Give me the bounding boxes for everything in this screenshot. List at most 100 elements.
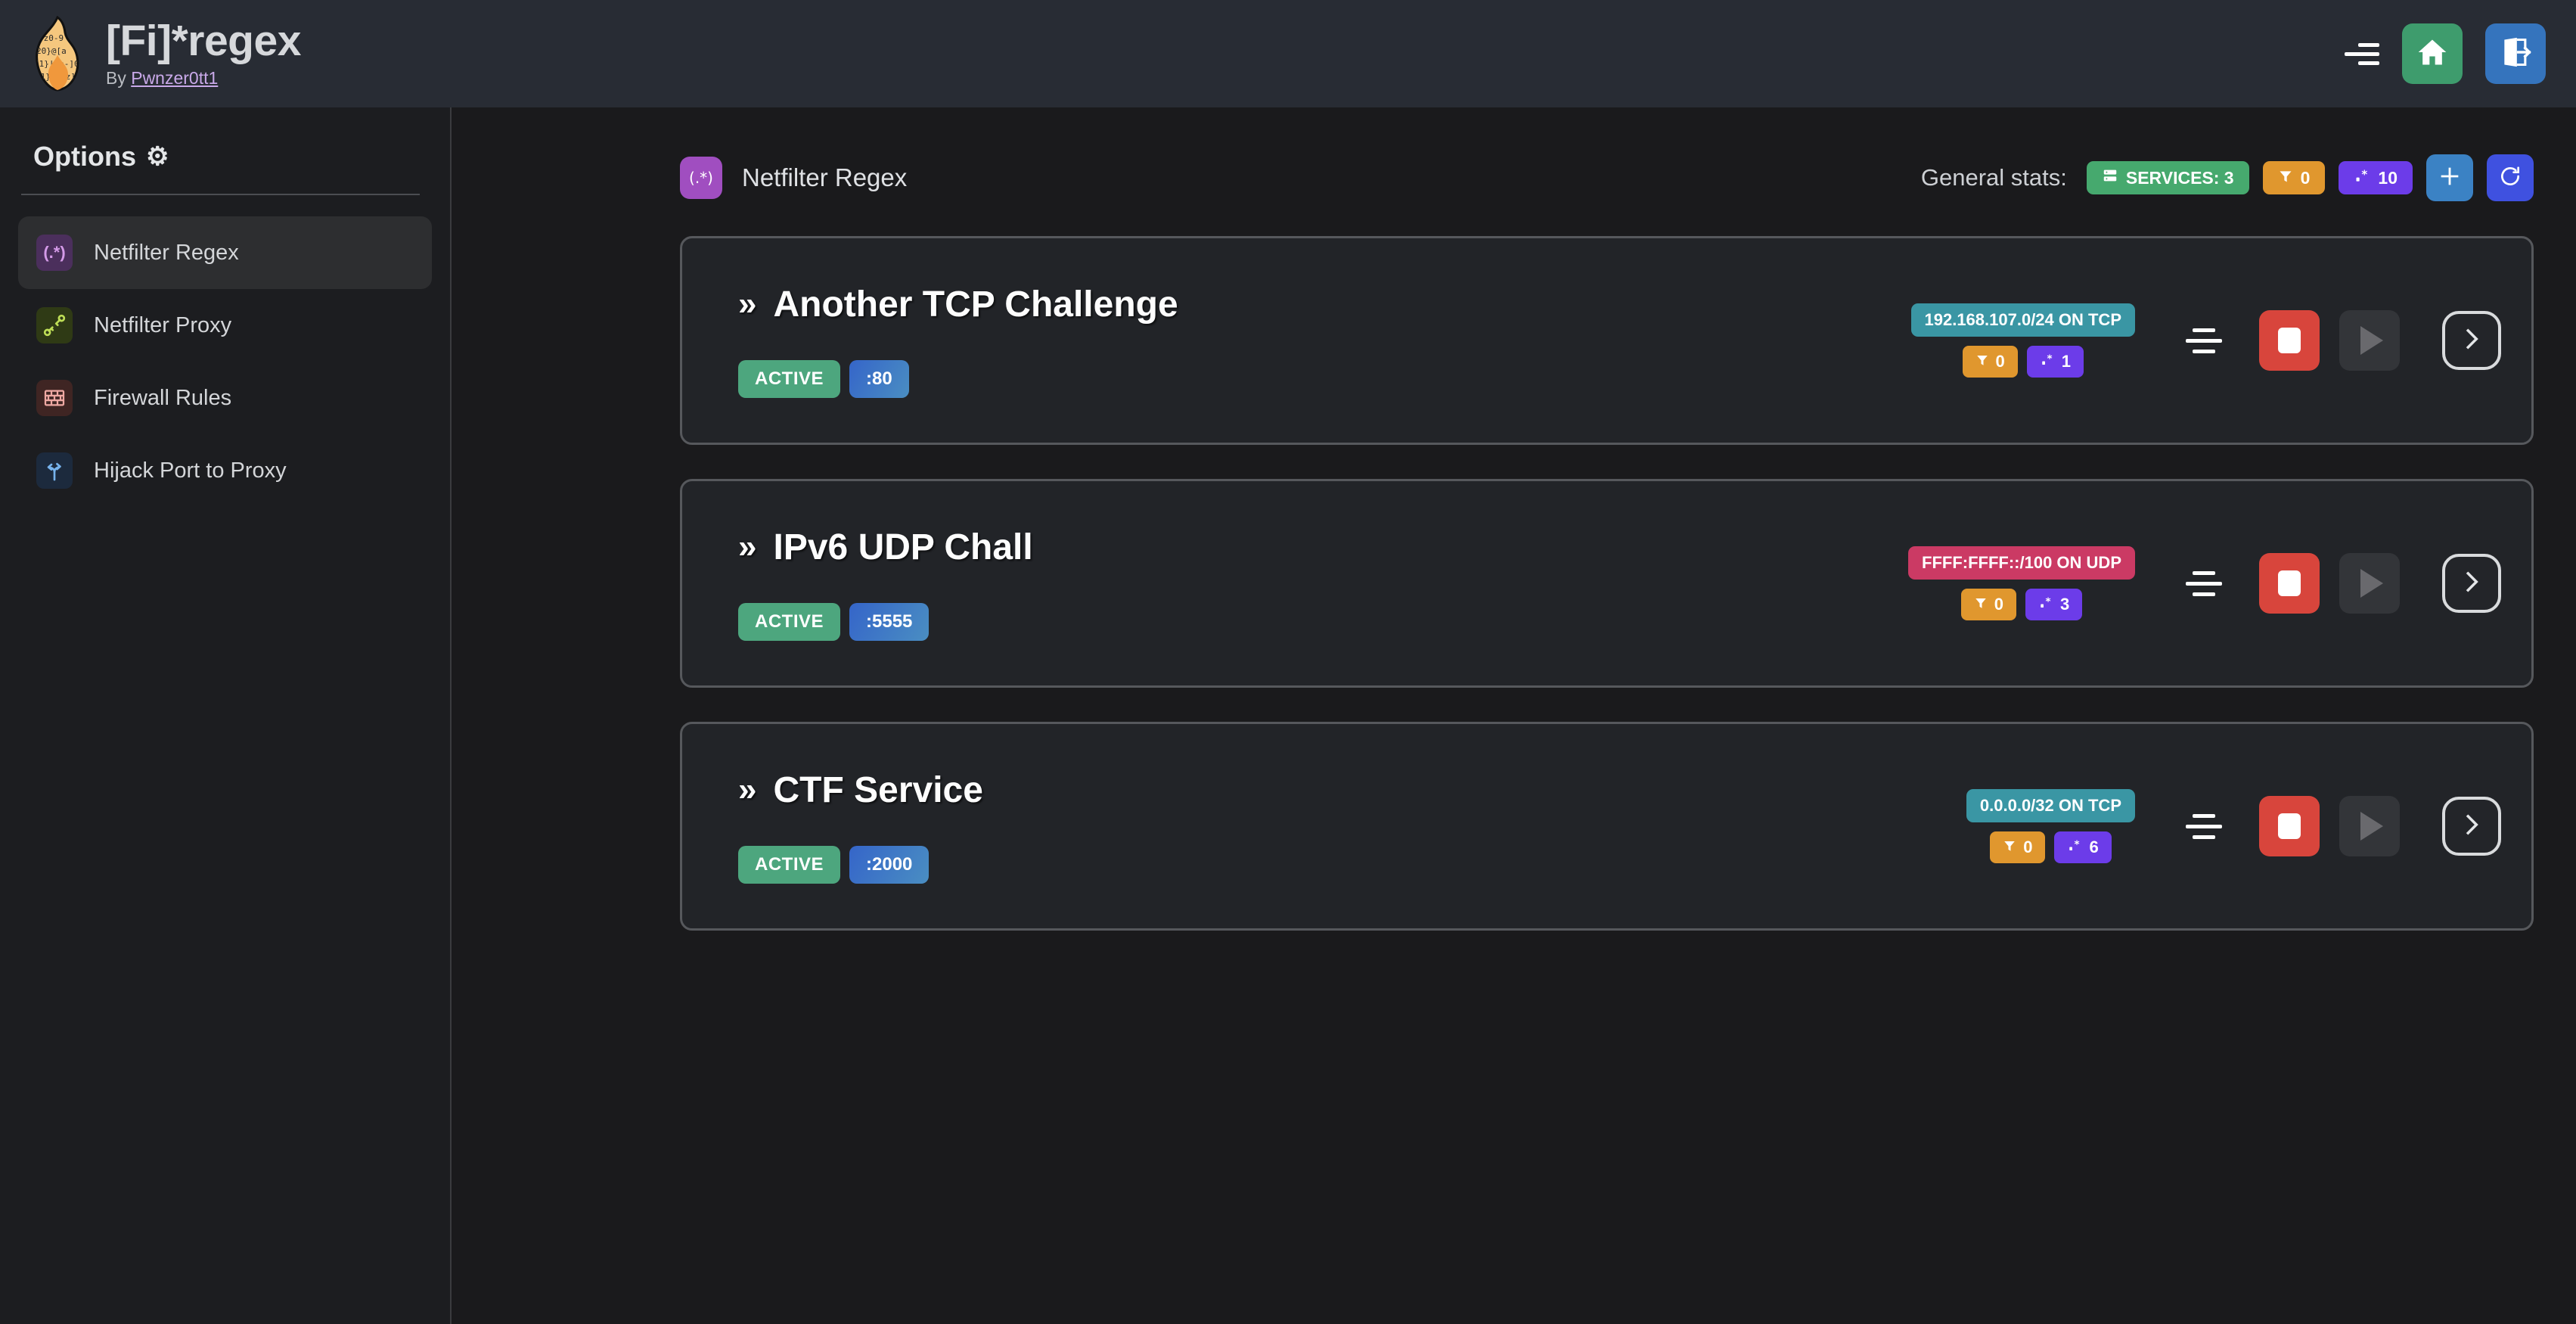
service-filter-count: 0 [1960, 589, 2016, 620]
play-icon [2360, 812, 2383, 841]
regex-icon: (.*) [680, 157, 722, 199]
filter-count-label: 0 [1994, 595, 2003, 614]
server-icon [2102, 167, 2118, 188]
network-badge: FFFF:FFFF::/100 ON UDP [1908, 546, 2135, 580]
status-badge: ACTIVE [738, 845, 841, 884]
play-button[interactable] [2339, 796, 2400, 856]
refresh-button[interactable] [2487, 154, 2534, 201]
stop-icon [2278, 328, 2301, 353]
svg-text:*: * [2075, 839, 2080, 850]
network-badge: 0.0.0.0/32 ON TCP [1966, 789, 2135, 822]
stop-button[interactable] [2259, 553, 2320, 614]
sidebar-item-netfilter-proxy[interactable]: Netfilter Proxy [18, 289, 432, 362]
service-details-button[interactable] [2442, 311, 2501, 370]
service-info: » Another TCP Challenge ACTIVE :80 [682, 284, 1178, 398]
services-count-label: SERVICES: 3 [2125, 167, 2234, 188]
app-header: -z0-9 20}@[a {1}|[a-]0-9] {1}[a-z] [Fi]*… [0, 0, 2576, 107]
service-meta: 0.0.0.0/32 ON TCP 0 [1966, 789, 2531, 863]
service-meta: FFFF:FFFF::/100 ON UDP 0 [1908, 546, 2531, 620]
brick-wall-icon [36, 380, 73, 416]
double-chevron-icon: » [738, 285, 757, 322]
service-card[interactable]: » Another TCP Challenge ACTIVE :80 192.1… [680, 236, 2534, 445]
filters-count-label: 0 [2300, 167, 2311, 188]
double-chevron-icon: » [738, 771, 757, 808]
service-info: » IPv6 UDP Chall ACTIVE :5555 [682, 527, 1033, 641]
page-title: Netfilter Regex [742, 163, 908, 191]
play-button[interactable] [2339, 553, 2400, 614]
service-title: » CTF Service [738, 769, 983, 811]
app-author: By Pwnzer0tt1 [106, 68, 301, 89]
svg-text:20}@[a: 20}@[a [36, 46, 67, 56]
svg-text:*: * [2047, 353, 2052, 365]
service-filter-count: 0 [1990, 831, 2046, 863]
sort-lines-icon[interactable] [2180, 570, 2227, 596]
stop-button[interactable] [2259, 796, 2320, 856]
author-link[interactable]: Pwnzer0tt1 [131, 68, 219, 89]
sort-lines-icon[interactable] [2180, 328, 2227, 353]
regex-icon: (.*) [36, 235, 73, 271]
regex-dot-star-icon: * [2067, 838, 2082, 857]
service-tags: ACTIVE :2000 [738, 845, 983, 884]
sort-lines-icon[interactable] [2180, 813, 2227, 839]
main-content: (.*) Netfilter Regex General stats: SERV… [453, 107, 2576, 1324]
service-filter-count: 0 [1962, 346, 2018, 378]
regex-count-label: 3 [2060, 595, 2070, 614]
gear-icon: ⚙ [145, 142, 169, 171]
port-badge: :5555 [849, 602, 930, 641]
regexes-count-label: 10 [2378, 167, 2398, 188]
svg-text:-z0-9: -z0-9 [39, 33, 64, 43]
regex-dot-star-icon: * [2040, 352, 2055, 371]
filter-icon [1975, 352, 1989, 371]
sidebar: Options ⚙ (.*) Netfilter Regex Netfilter… [0, 107, 452, 1324]
status-badge: ACTIVE [738, 602, 841, 641]
sidebar-item-firewall-rules[interactable]: Firewall Rules [18, 362, 432, 434]
regex-count-label: 1 [2061, 352, 2071, 371]
svg-text:(.*): (.*) [689, 169, 713, 187]
service-name: Another TCP Challenge [773, 284, 1178, 325]
sidebar-divider [21, 194, 420, 195]
filter-icon [2278, 168, 2293, 188]
general-stats-label: General stats: [1920, 164, 2067, 191]
service-actions [2180, 553, 2501, 614]
filter-icon [2003, 838, 2016, 857]
logout-button[interactable] [2485, 23, 2546, 84]
chevron-right-icon [2457, 567, 2486, 600]
service-card[interactable]: » IPv6 UDP Chall ACTIVE :5555 FFFF:FFFF:… [680, 479, 2534, 688]
chevron-right-icon [2457, 325, 2486, 357]
flame-regex-logo: -z0-9 20}@[a {1}|[a-]0-9] {1}[a-z] [29, 15, 83, 92]
service-title: » IPv6 UDP Chall [738, 527, 1033, 568]
home-button[interactable] [2402, 23, 2463, 84]
network-badge: 192.168.107.0/24 ON TCP [1910, 303, 2135, 337]
app-title: [Fi]*regex [106, 16, 301, 65]
regexes-count-badge: * 10 [2339, 161, 2413, 194]
sidebar-item-hijack-port-to-proxy[interactable]: Hijack Port to Proxy [18, 434, 432, 507]
plus-icon [2437, 163, 2463, 193]
service-info: » CTF Service ACTIVE :2000 [682, 769, 983, 884]
service-details-button[interactable] [2442, 797, 2501, 856]
filter-count-label: 0 [1995, 352, 2005, 371]
sidebar-item-netfilter-regex[interactable]: (.*) Netfilter Regex [18, 216, 432, 289]
filters-count-badge: 0 [2262, 161, 2326, 194]
stop-icon [2278, 570, 2301, 596]
service-list: » Another TCP Challenge ACTIVE :80 192.1… [453, 236, 2576, 931]
sidebar-item-label: Firewall Rules [94, 385, 232, 410]
add-service-button[interactable] [2426, 154, 2473, 201]
chevron-right-icon [2457, 810, 2486, 843]
play-button[interactable] [2339, 310, 2400, 371]
refresh-icon [2498, 164, 2522, 192]
sidebar-nav: (.*) Netfilter Regex Netfilter Proxy Fir… [0, 216, 450, 507]
service-actions [2180, 796, 2501, 856]
filter-icon [1974, 595, 1988, 614]
service-details-button[interactable] [2442, 554, 2501, 613]
menu-lines-icon[interactable] [2345, 40, 2379, 67]
service-regex-count: * 1 [2026, 346, 2084, 378]
port-badge: :80 [849, 359, 909, 398]
service-title: » Another TCP Challenge [738, 284, 1178, 325]
sidebar-heading-label: Options [33, 141, 136, 172]
service-regex-count: * 3 [2025, 589, 2083, 620]
regex-dot-star-icon: * [2038, 595, 2053, 614]
stop-button[interactable] [2259, 310, 2320, 371]
logout-icon [2499, 36, 2532, 73]
fork-arrows-icon [36, 452, 73, 489]
service-card[interactable]: » CTF Service ACTIVE :2000 0.0.0.0/32 ON… [680, 722, 2534, 931]
